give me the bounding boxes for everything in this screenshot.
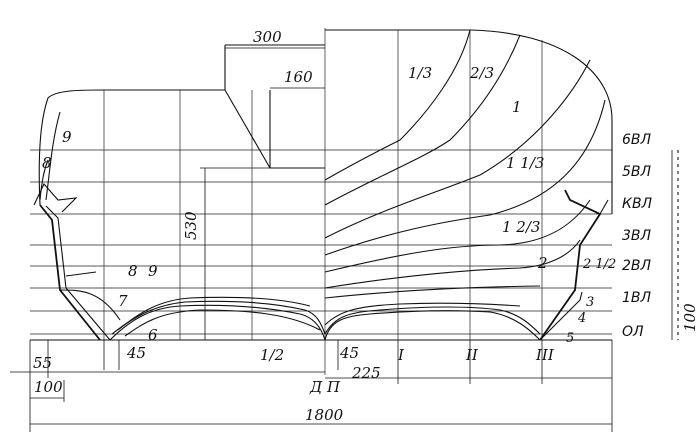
bottom-label-5: 5: [566, 331, 574, 346]
bow-label-1-2-3: 1 2/3: [502, 218, 540, 236]
station-dp-label: Д П: [309, 378, 341, 396]
dim-55-label: 55: [33, 354, 52, 372]
waterline-label-6: 6ВЛ: [622, 132, 652, 148]
bow-label-2-1-2: 2 1/2: [582, 257, 616, 272]
bow-section-2-1-2: [324, 285, 541, 299]
bow-detail: [599, 199, 609, 215]
stern-label-8-top: 8: [42, 154, 52, 172]
hull-outline: [38, 29, 613, 214]
bow-label-2-3: 2/3: [469, 64, 494, 82]
dim-100-left-label: 100: [34, 378, 63, 396]
labels: 300 160 530 100 55 100 45 45 225 1800 1/…: [33, 28, 699, 424]
dim-1800-label: 1800: [305, 406, 344, 424]
bottom-section-8: [111, 300, 326, 335]
waterline-grid: [30, 149, 612, 341]
waterline-label-1: 1ВЛ: [622, 290, 652, 306]
stern-detail: [33, 183, 78, 213]
bow-section-2-3: [324, 34, 521, 206]
stern-section: [45, 205, 111, 341]
dim-45-center-label: 45: [339, 344, 359, 362]
dim-160-label: 160: [284, 68, 313, 86]
dim-100-right-label: 100: [681, 303, 699, 332]
dim-45-left-label: 45: [126, 344, 146, 362]
waterline-label-3: 3ВЛ: [622, 228, 652, 244]
bottom-section-6: [124, 309, 321, 337]
bow-chine: [539, 291, 583, 341]
stern-label-7: 7: [118, 292, 128, 310]
bottom-section-3: [324, 310, 541, 341]
stern-knuckle: [65, 271, 97, 277]
station-II-label: II: [465, 346, 479, 364]
bow-section-2: [324, 239, 581, 289]
station-half-label: 1/2: [260, 346, 284, 364]
bottom-section-9: [109, 304, 326, 341]
stern-label-6: 6: [148, 326, 158, 344]
stern-section-8: [39, 159, 49, 201]
station-III-label: III: [535, 346, 555, 364]
waterline-label-5: 5ВЛ: [622, 164, 652, 180]
dim-300-label: 300: [253, 28, 282, 46]
stern-label-9-bottom: 9: [148, 262, 158, 280]
waterline-label-2: 2ВЛ: [622, 258, 652, 274]
bottom-section-7: [117, 296, 311, 331]
bottom-label-4: 4: [577, 311, 586, 326]
bow-sections: [324, 29, 609, 341]
deck-line-right: [325, 29, 613, 214]
bow-label-1-1-3: 1 1/3: [506, 154, 544, 172]
bow-section-outer: [539, 189, 602, 341]
bow-label-2: 2: [537, 254, 548, 272]
bow-label-1-3: 1/3: [408, 64, 432, 82]
deck-line-left: [38, 89, 225, 206]
waterline-label-k: КВЛ: [622, 196, 653, 212]
dim-225-label: 225: [351, 364, 381, 382]
stern-label-9-top: 9: [62, 128, 72, 146]
dimension-lines: [10, 47, 679, 432]
bottom-label-3: 3: [586, 295, 594, 310]
bow-section-1-3: [324, 29, 471, 181]
bottom-section-5: [324, 302, 521, 326]
stern-section-outer: [39, 204, 101, 341]
stern-section-9: [45, 111, 61, 201]
stern-sections: [33, 111, 326, 341]
bow-section-1: [324, 59, 591, 239]
bow-section-1-2-3: [324, 199, 591, 273]
waterline-label-0: ОЛ: [622, 324, 644, 340]
dim-530-label: 530: [182, 211, 200, 240]
stern-label-8-bottom: 8: [128, 262, 138, 280]
bow-label-1: 1: [512, 98, 522, 116]
stern-chine: [59, 289, 121, 321]
bottom-section-4: [324, 306, 541, 335]
bow-section-1-1-3: [324, 99, 606, 256]
station-I-label: I: [397, 346, 405, 364]
stepped-profile: [224, 45, 325, 169]
